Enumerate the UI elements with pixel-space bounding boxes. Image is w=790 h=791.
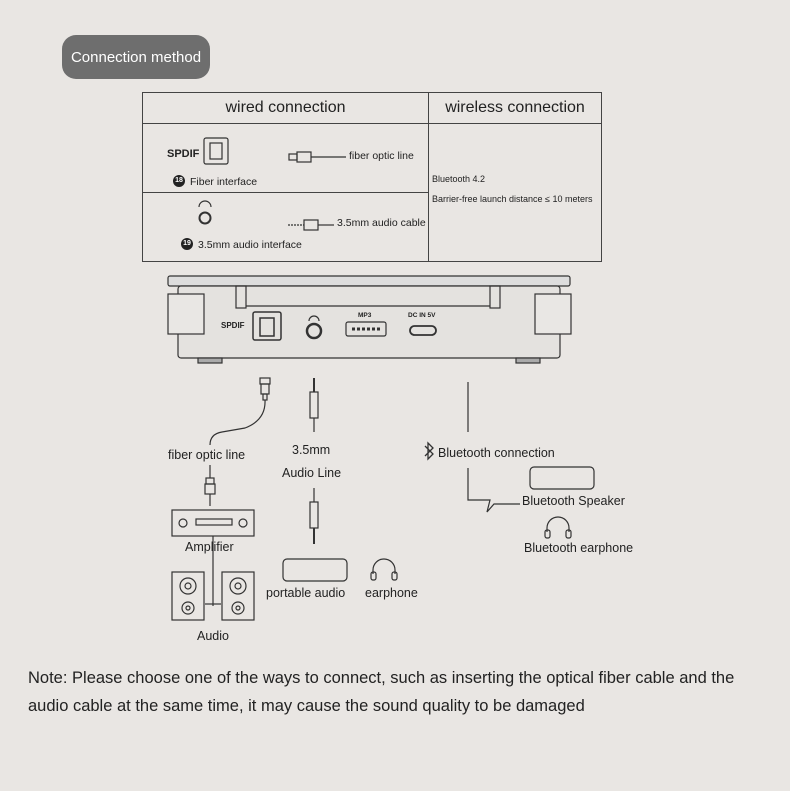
device-illustration xyxy=(167,275,572,364)
audio-row: 19 3.5mm audio interface 3.5mm audio cabl… xyxy=(142,192,429,262)
fiber-optic-line-label: fiber optic line xyxy=(168,448,246,462)
audio-interface-label: 3.5mm audio interface xyxy=(198,239,302,251)
connection-table: wired connection wireless connection SPD… xyxy=(142,92,602,262)
device-mp3-label: MP3 xyxy=(358,312,372,319)
audio-plug-icon xyxy=(288,219,334,231)
bluetooth-range: Barrier-free launch distance ≤ 10 meters xyxy=(432,194,593,204)
headphone-icon xyxy=(198,200,212,208)
section-title: Connection method xyxy=(62,35,210,79)
number-badge: 19 xyxy=(181,237,193,250)
audio-cable-label: 3.5mm audio cable xyxy=(337,217,426,229)
earphone-icon xyxy=(370,558,398,581)
device-dc-label: DC IN 5V xyxy=(408,312,436,319)
spdif-label: SPDIF xyxy=(167,148,200,160)
audio-label: Audio xyxy=(197,629,229,643)
amplifier-icon xyxy=(171,509,255,606)
bluetooth-icon xyxy=(424,441,434,461)
bluetooth-version: Bluetooth 4.2 xyxy=(432,174,486,184)
portable-audio-label: portable audio xyxy=(266,586,346,600)
fiber-plug-icon xyxy=(288,151,346,163)
wireless-cell: Bluetooth 4.2 Barrier-free launch distan… xyxy=(428,123,602,262)
bluetooth-speaker-label: Bluetooth Speaker xyxy=(522,494,625,508)
connection-note: Note: Please choose one of the ways to c… xyxy=(28,669,735,715)
wireless-header: wireless connection xyxy=(428,92,602,124)
fiber-line-label: fiber optic line xyxy=(349,150,414,162)
fiber-interface-caption: 18 Fiber interface xyxy=(173,172,257,190)
audio-line-label-top: 3.5mm xyxy=(292,443,331,457)
bluetooth-line xyxy=(467,382,520,513)
audio-cable-bottom xyxy=(309,488,319,544)
bluetooth-speaker-icon xyxy=(529,466,595,490)
bluetooth-connection-label: Bluetooth connection xyxy=(438,446,555,460)
portable-audio-icon xyxy=(282,558,348,582)
jack-port-icon xyxy=(198,211,212,225)
number-badge: 18 xyxy=(173,174,185,187)
fiber-optic-cable xyxy=(204,377,271,506)
earphone-label: earphone xyxy=(365,586,418,600)
fiber-interface-label: Fiber interface xyxy=(190,176,258,188)
amplifier-label: Amplifier xyxy=(185,540,234,554)
audio-line-label-bottom: Audio Line xyxy=(282,466,342,480)
speaker-icon-right xyxy=(221,571,255,621)
audio-interface-caption: 19 3.5mm audio interface xyxy=(181,235,302,253)
audio-cable-top xyxy=(309,378,319,432)
bluetooth-earphone-icon xyxy=(544,516,572,539)
device-spdif-label: SPDIF xyxy=(221,321,245,330)
optical-port-icon xyxy=(203,137,229,165)
optical-port-inner xyxy=(209,142,223,160)
bluetooth-earphone-label: Bluetooth earphone xyxy=(524,541,634,555)
speaker-icon-left xyxy=(171,571,205,621)
